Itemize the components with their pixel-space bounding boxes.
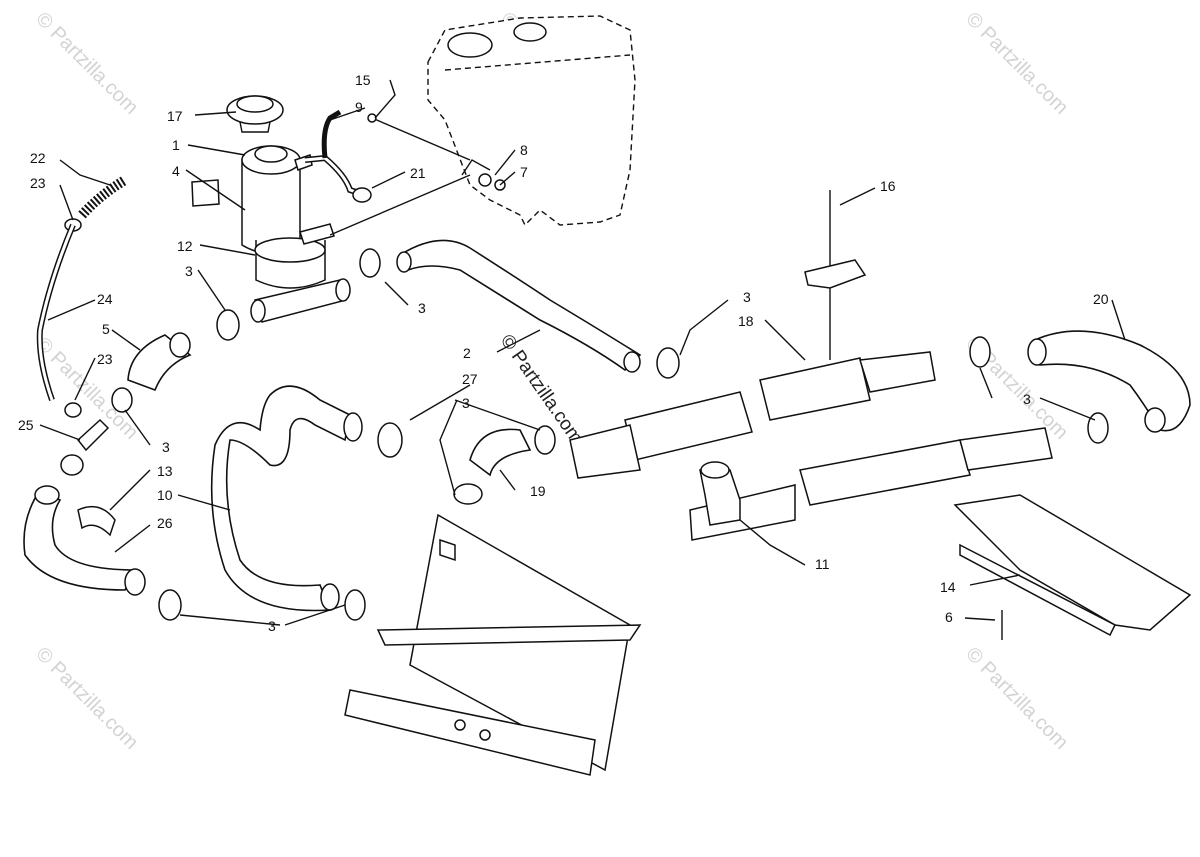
upper-hose (396, 239, 642, 373)
mount-line (329, 174, 471, 236)
callout-3f: 3 (743, 289, 751, 305)
callout-16: 16 (880, 178, 896, 194)
skid-plate (953, 494, 1192, 637)
overflow-hose-upper (321, 109, 342, 159)
callout-25: 25 (18, 417, 34, 433)
callout-14: 14 (940, 579, 956, 595)
callout-21: 21 (410, 165, 426, 181)
watermark: © Partzilla.com (31, 643, 142, 754)
bolt (371, 117, 471, 161)
callout-18: 18 (738, 313, 754, 329)
reservoir-tank (427, 15, 636, 227)
callout-13: 13 (157, 463, 173, 479)
callout-7: 7 (520, 164, 528, 180)
callout-10: 10 (157, 487, 173, 503)
hose-short (469, 428, 532, 477)
hose-clamps (60, 218, 1109, 621)
rivet-plate (804, 259, 867, 289)
watermark: © Partzilla.com (31, 8, 142, 119)
heat-exchanger-upper (624, 351, 936, 461)
callout-6: 6 (945, 609, 953, 625)
bolt-head (367, 113, 377, 123)
radiator-hose (210, 385, 363, 612)
callout-3e: 3 (268, 618, 276, 634)
radiator-cap (226, 95, 284, 133)
callout-labels: 17 1 4 12 3 15 9 8 7 21 22 23 24 5 23 25… (18, 72, 1109, 634)
callout-9: 9 (355, 99, 363, 115)
watermark: © Partzilla.com (961, 643, 1072, 754)
callout-4: 4 (172, 163, 180, 179)
callout-19: 19 (530, 483, 546, 499)
callout-5: 5 (102, 321, 110, 337)
callout-23b: 23 (97, 351, 113, 367)
callout-22: 22 (30, 150, 46, 166)
callout-3g: 3 (1023, 391, 1031, 407)
callout-12: 12 (177, 238, 193, 254)
hose-end (169, 332, 191, 358)
drain-hose (38, 224, 75, 401)
callout-3a: 3 (185, 263, 193, 279)
callout-3c: 3 (418, 300, 426, 316)
callout-8: 8 (520, 142, 528, 158)
return-hose (1027, 330, 1191, 433)
callout-3d: 3 (462, 395, 470, 411)
callout-1: 1 (172, 137, 180, 153)
callout-11: 11 (815, 556, 830, 572)
callout-3b: 3 (162, 439, 170, 455)
leader-lines (39, 79, 1126, 626)
hose-clamp (352, 187, 372, 203)
callout-27: 27 (462, 371, 478, 387)
outlet-fitting (689, 461, 796, 541)
heat-exchanger-lower (569, 424, 1053, 506)
guard (77, 505, 116, 537)
drain-fitting (76, 418, 110, 452)
lower-hose (23, 485, 146, 596)
coil-hose (78, 175, 128, 219)
callout-23a: 23 (30, 175, 46, 191)
overflow-hose (304, 156, 366, 197)
callout-24: 24 (97, 291, 113, 307)
surge-tank (241, 145, 335, 289)
decal (191, 179, 220, 207)
callout-26: 26 (157, 515, 173, 531)
watermark: © Partzilla.com (961, 8, 1072, 119)
washer (478, 173, 492, 187)
tank-bracket (461, 159, 491, 176)
callout-17: 17 (167, 108, 183, 124)
radiator (344, 513, 642, 776)
callout-20: 20 (1093, 291, 1109, 307)
callout-2: 2 (463, 345, 471, 361)
callout-15: 15 (355, 72, 371, 88)
tee-fitting (250, 278, 351, 323)
